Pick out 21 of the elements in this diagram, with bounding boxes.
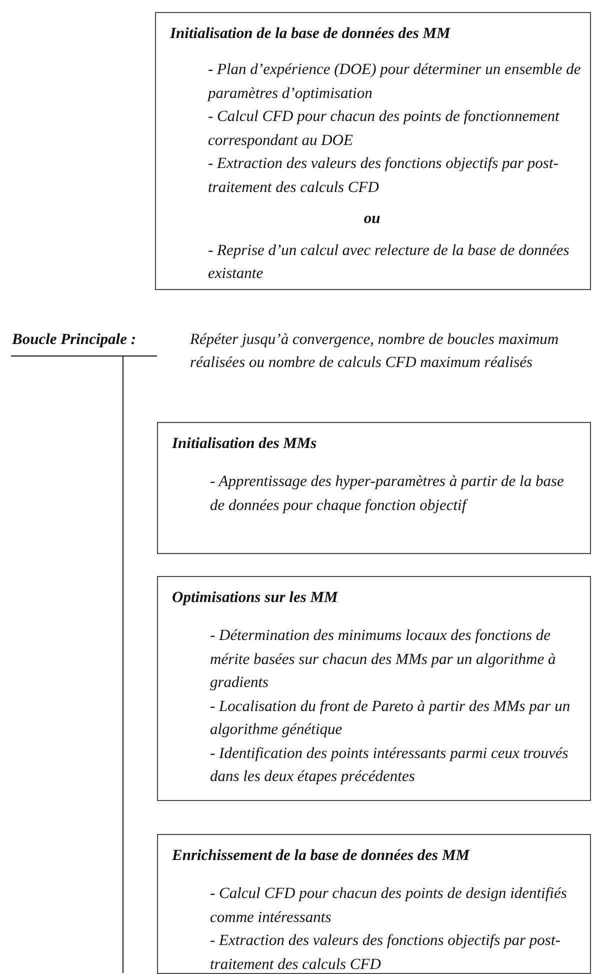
step-box <box>157 834 591 974</box>
step-box <box>157 422 591 554</box>
bullet-text: - Plan d’expérience (DOE) pour déterminer un ensemble de paramètres d’optimisation <box>208 60 582 104</box>
bullet-text: - Reprise d’un calcul avec relecture de la base de données existante <box>208 240 570 284</box>
bullet-text: - Extraction des valeurs des fonctions objectifs par post-traitement des calculs CFD <box>210 931 562 974</box>
step-title: Initialisation de la base de données des MM <box>170 24 450 44</box>
step-box <box>157 576 591 801</box>
bullet-text: - Calcul CFD pour chacun des points de fonctionnement correspondant au DOE <box>208 107 560 150</box>
step-title: Initialisation des MMs <box>172 434 317 454</box>
bullet-text: - Extraction des valeurs des fonctions objectifs par post-traitement des calculs CFD <box>208 154 560 198</box>
bullet-text: - Localisation du front de Pareto à partir des MMs par un algorithme génétique <box>210 696 572 740</box>
step-title: Optimisations sur les MM <box>172 588 338 608</box>
step-title: Enrichissement de la base de données des MM <box>172 846 470 866</box>
bullet-text: - Apprentissage des hyper-paramètres à partir de la base de données pour chaque fonction objectif <box>210 472 565 516</box>
loop-condition: Répéter jusqu’à convergence, nombre de boucles maximum réalisées ou nombre de calculs CFD maximum réalisés <box>190 330 560 373</box>
loop-heading: Boucle Principale : <box>12 330 137 350</box>
bullet-text: - Détermination des minimums locaux des fonctions de mérite basées sur chacun des MMs par un algorithme à gradients <box>210 626 557 693</box>
bullet-text: - Calcul CFD pour chacun des points de design identifiés comme intéressants <box>210 884 568 928</box>
bullet-text: - Identification des points intéressants parmi ceux trouvés dans les deux étapes précédentes <box>210 744 570 787</box>
step-box <box>155 12 591 290</box>
alternative-word: ou <box>362 209 382 229</box>
